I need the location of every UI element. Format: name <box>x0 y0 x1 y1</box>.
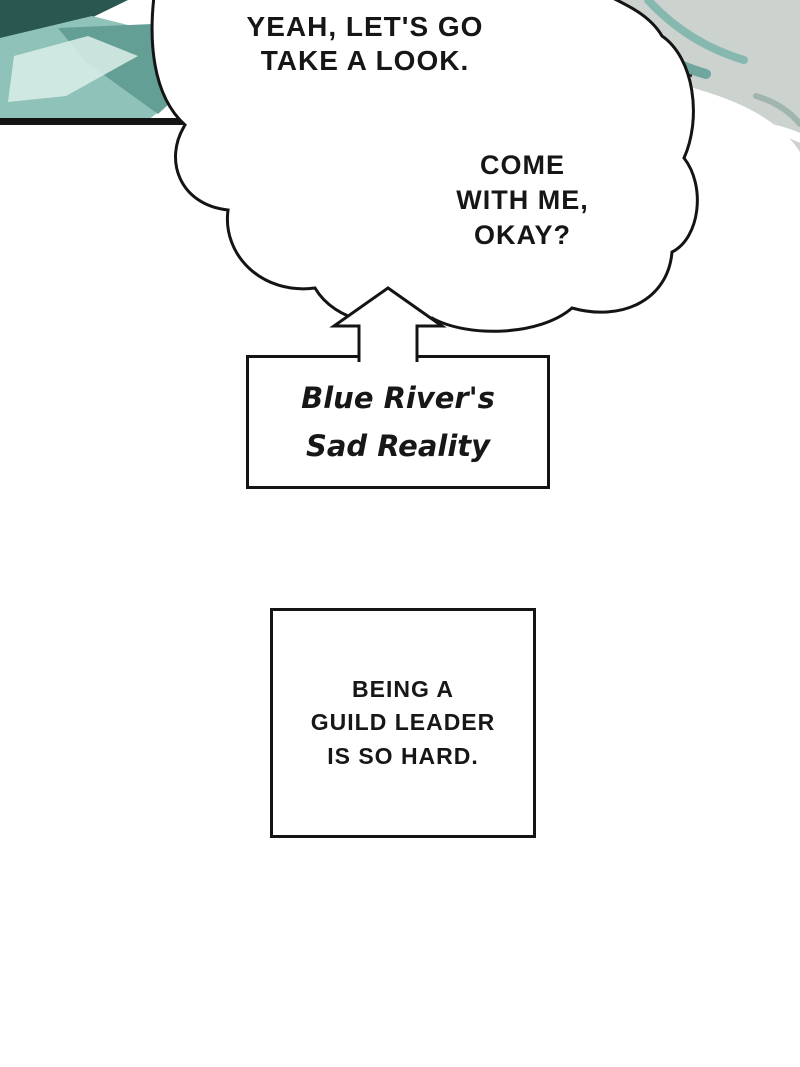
label-line: Sad Reality <box>305 429 491 463</box>
dialogue-line: WITH ME, <box>456 185 589 216</box>
thought-line: BEING A <box>352 675 454 702</box>
dialogue-line: TAKE A LOOK. <box>260 44 470 76</box>
speech-text-top: YEAH, LET'S GO TAKE A LOOK. <box>200 10 530 77</box>
dialogue-line: COME <box>480 150 565 180</box>
thought-line: IS SO HARD. <box>327 742 479 769</box>
label-line: Blue River's <box>301 381 495 415</box>
thought-box: BEING A GUILD LEADER IS SO HARD. <box>270 608 536 838</box>
dialogue-line: YEAH, LET'S GO <box>246 11 484 42</box>
speech-text-bottom: COME WITH ME, OKAY? <box>430 148 615 253</box>
dialogue-line: OKAY? <box>473 220 572 251</box>
panel-edge-line <box>0 118 188 125</box>
up-arrow-pointer <box>329 286 447 362</box>
thought-line: GUILD LEADER <box>310 709 496 736</box>
label-box: Blue River's Sad Reality <box>246 355 550 489</box>
top-panel-artwork <box>0 0 800 333</box>
speech-bubble-outline <box>150 0 699 333</box>
